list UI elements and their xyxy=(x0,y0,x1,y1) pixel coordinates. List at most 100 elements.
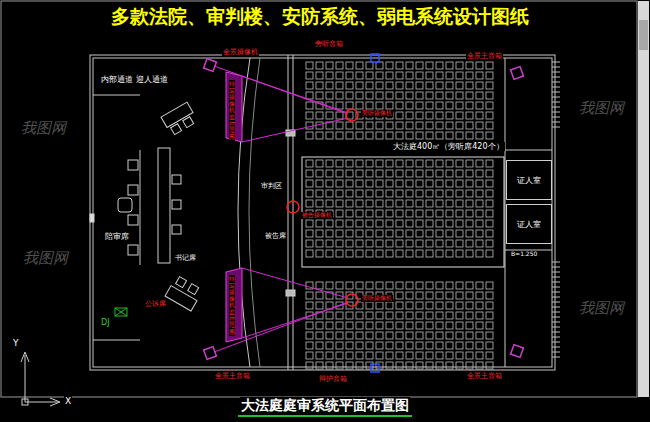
seat xyxy=(396,170,403,177)
device-label: 全景摄像机 xyxy=(222,48,259,56)
seat xyxy=(316,292,323,299)
seat xyxy=(416,332,423,339)
seat xyxy=(346,132,353,139)
seat xyxy=(406,250,413,257)
seat xyxy=(476,102,483,109)
seat xyxy=(366,210,373,217)
seat xyxy=(346,342,353,349)
seat xyxy=(406,200,413,207)
seat xyxy=(476,200,483,207)
seat xyxy=(416,352,423,359)
seat xyxy=(406,342,413,349)
seat xyxy=(326,92,333,99)
seat xyxy=(426,122,433,129)
seat xyxy=(416,170,423,177)
seat xyxy=(406,292,413,299)
stair-step xyxy=(552,322,560,323)
seat xyxy=(346,322,353,329)
seat xyxy=(316,200,323,207)
seat xyxy=(466,132,473,139)
seat xyxy=(396,62,403,69)
seat xyxy=(336,240,343,247)
seat xyxy=(486,122,493,129)
seat xyxy=(336,122,343,129)
seat xyxy=(386,220,393,227)
stair-step xyxy=(552,72,560,73)
seat xyxy=(336,92,343,99)
seat xyxy=(316,282,323,289)
seat xyxy=(426,332,433,339)
seat xyxy=(466,292,473,299)
seat xyxy=(356,312,363,319)
seat xyxy=(326,220,333,227)
seat xyxy=(436,220,443,227)
seat xyxy=(486,210,493,217)
stair-step xyxy=(552,357,560,358)
seat xyxy=(426,180,433,187)
seat xyxy=(476,160,483,167)
seat xyxy=(426,322,433,329)
seat xyxy=(396,362,403,369)
seat xyxy=(346,230,353,237)
seat xyxy=(316,132,323,139)
seat xyxy=(366,170,373,177)
seat xyxy=(346,250,353,257)
seat xyxy=(486,292,493,299)
seat xyxy=(476,82,483,89)
seat xyxy=(376,250,383,257)
seat xyxy=(416,220,423,227)
seat xyxy=(406,102,413,109)
seat xyxy=(346,92,353,99)
seat xyxy=(416,210,423,217)
seat xyxy=(406,230,413,237)
seat xyxy=(466,62,473,69)
seat xyxy=(326,190,333,197)
seat xyxy=(426,250,433,257)
seat xyxy=(446,332,453,339)
seat xyxy=(326,282,333,289)
seat xyxy=(326,112,333,119)
seat xyxy=(436,62,443,69)
seat xyxy=(356,132,363,139)
seat xyxy=(306,62,313,69)
seat xyxy=(376,210,383,217)
seat xyxy=(336,72,343,79)
seat xyxy=(376,332,383,339)
room-label: 证人室 xyxy=(517,175,541,186)
seat xyxy=(446,82,453,89)
seat xyxy=(486,332,493,339)
seat xyxy=(486,220,493,227)
seat xyxy=(346,282,353,289)
witness-room: 证人室 xyxy=(506,160,552,200)
seat xyxy=(326,362,333,369)
seat xyxy=(356,200,363,207)
seat xyxy=(396,160,403,167)
seat xyxy=(406,92,413,99)
seat xyxy=(396,342,403,349)
seat xyxy=(466,112,473,119)
seat xyxy=(456,240,463,247)
seat xyxy=(336,160,343,167)
seat xyxy=(486,342,493,349)
seat xyxy=(356,190,363,197)
axis-label: X xyxy=(64,396,72,406)
seat xyxy=(346,62,353,69)
seat xyxy=(386,170,393,177)
seat xyxy=(306,102,313,109)
cad-frame xyxy=(1,1,649,397)
seat xyxy=(386,200,393,207)
device-label: 旁听摄像机 xyxy=(361,110,393,117)
seat xyxy=(356,160,363,167)
seat xyxy=(456,210,463,217)
seat xyxy=(356,352,363,359)
seat xyxy=(396,102,403,109)
seat xyxy=(336,82,343,89)
seat xyxy=(456,200,463,207)
device-label: 全景主音箱 xyxy=(466,52,503,60)
stair-step xyxy=(552,267,560,268)
seat xyxy=(476,342,483,349)
seat xyxy=(306,170,313,177)
seat xyxy=(486,132,493,139)
